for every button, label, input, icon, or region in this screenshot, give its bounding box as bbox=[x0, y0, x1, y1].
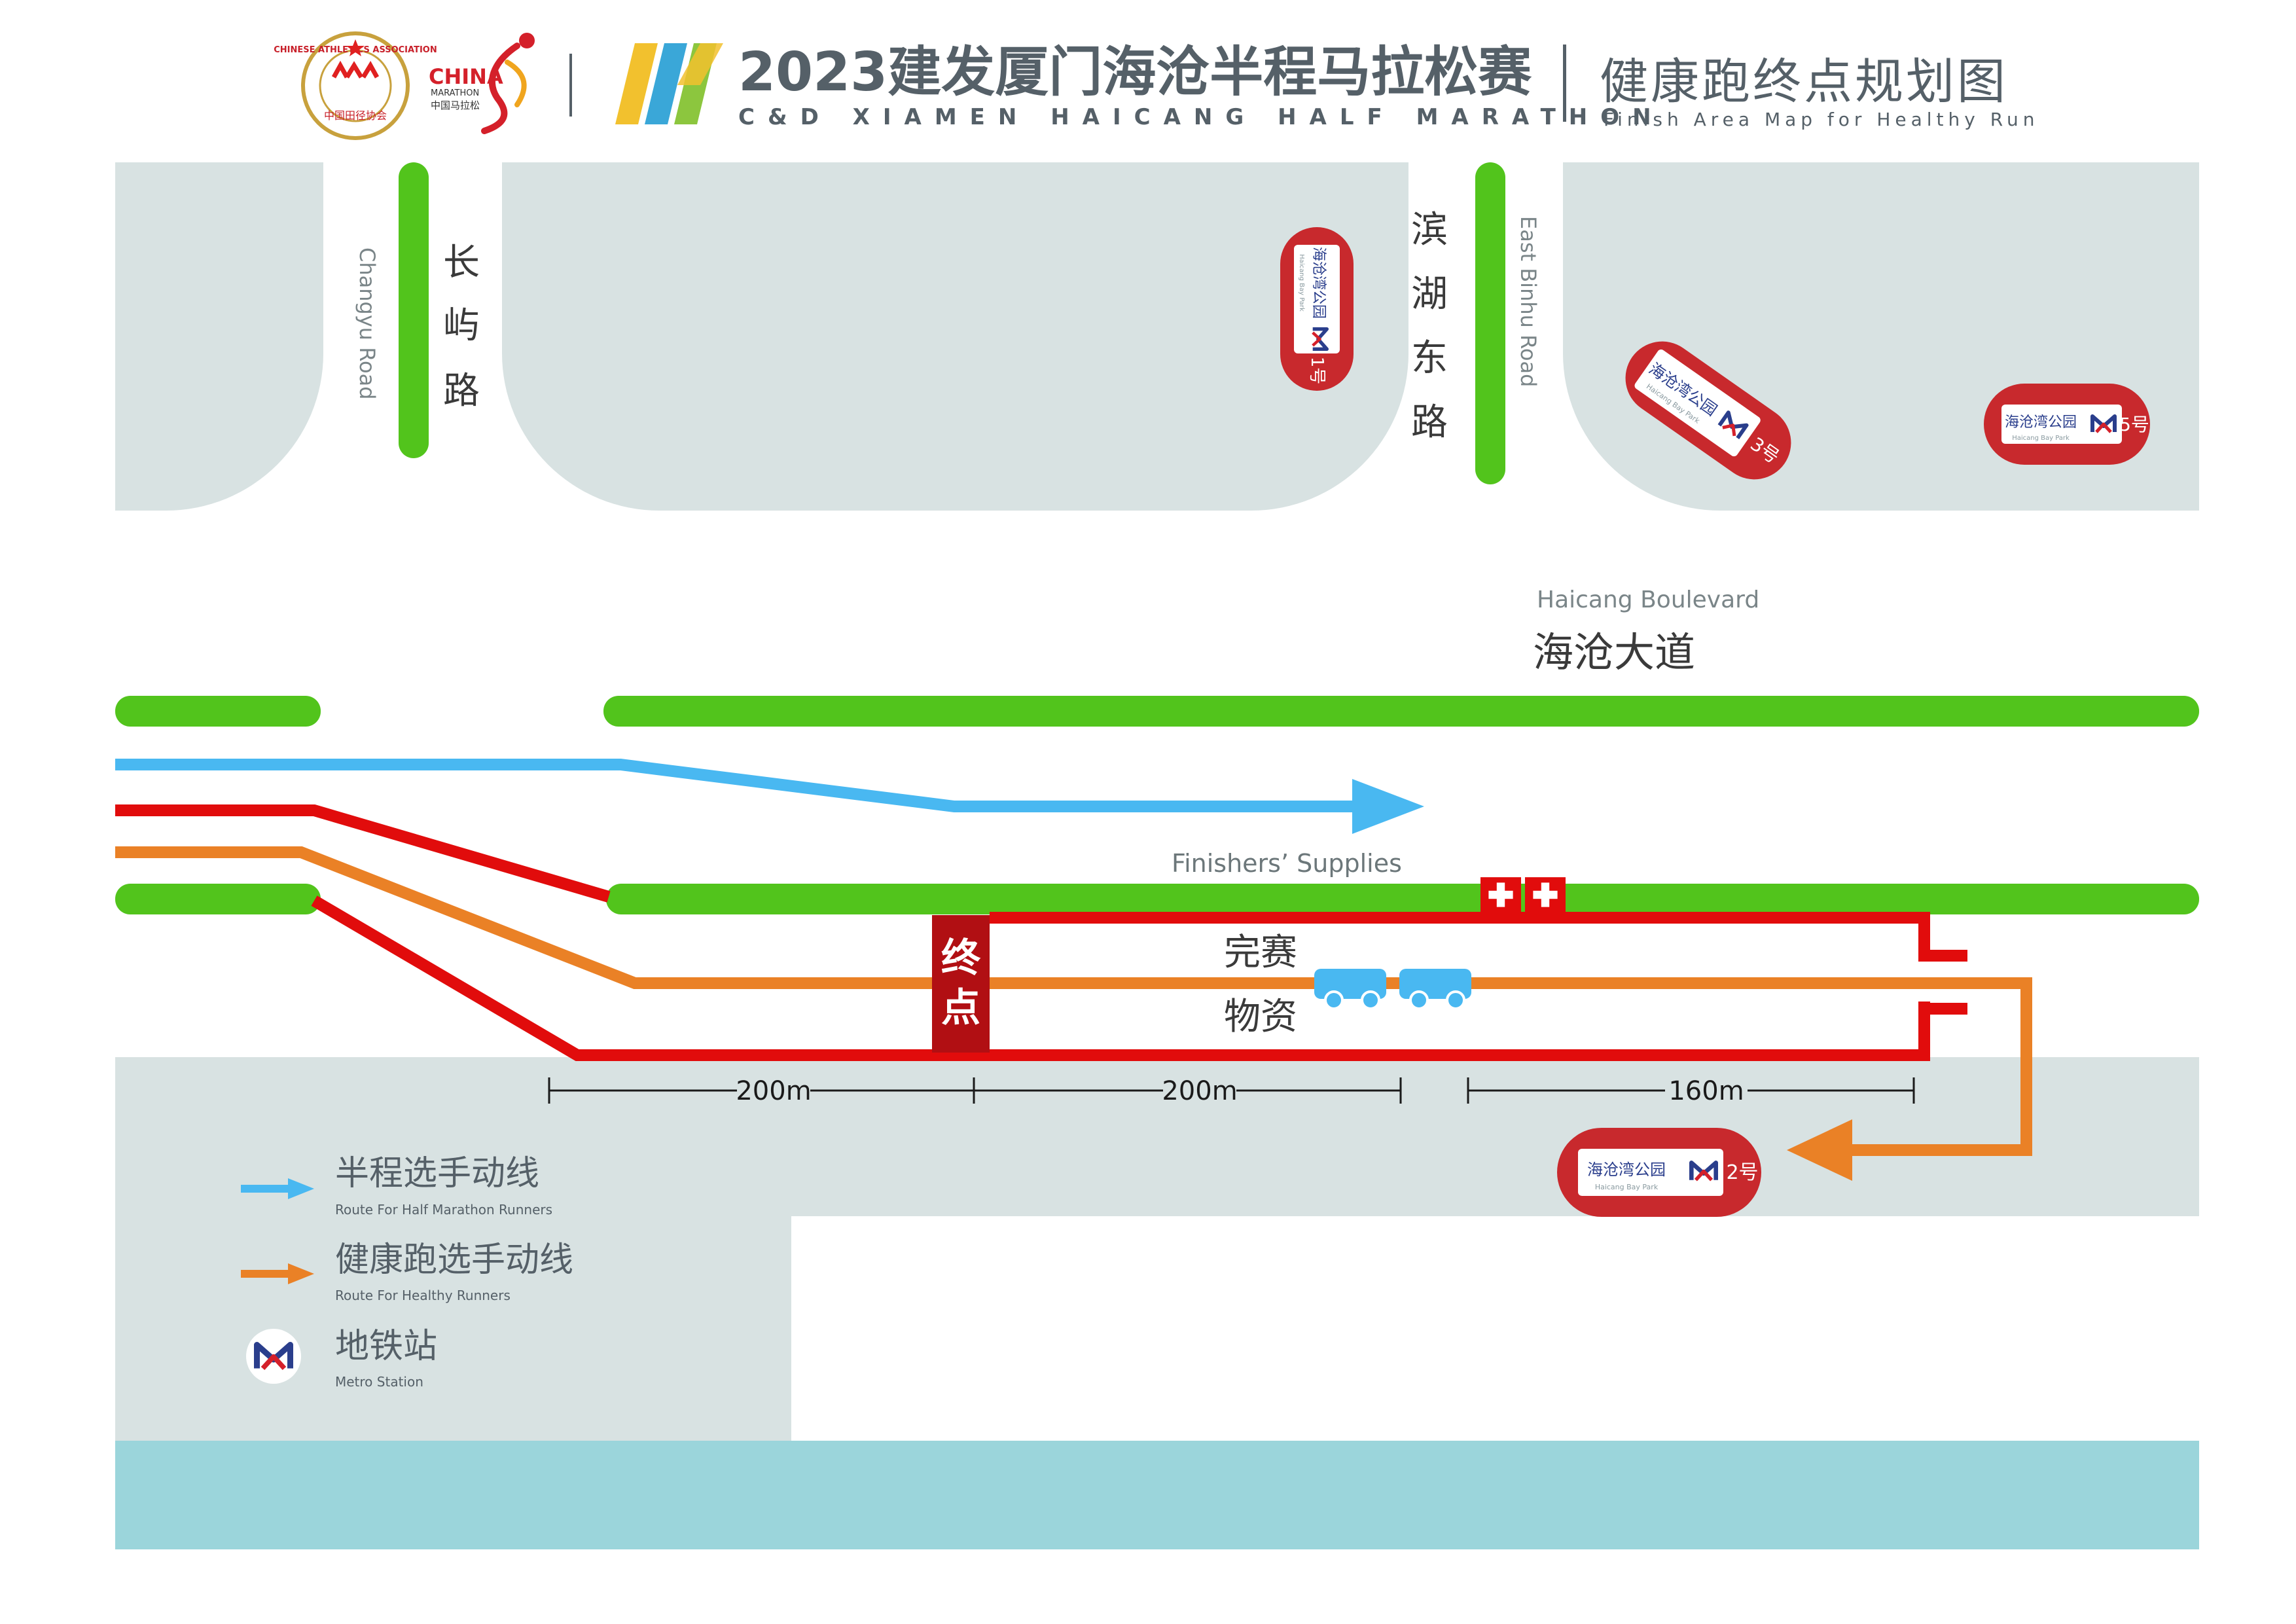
finish-zone: 终 点 Finishers’ Supplies 完赛 物资 bbox=[932, 849, 1566, 1053]
binhu-cn-2: 湖 bbox=[1411, 273, 1448, 316]
legend-metro-label: 地铁站 bbox=[335, 1327, 437, 1366]
supplies-cn-2: 物资 bbox=[1224, 996, 1297, 1038]
haicang-cn: 海沧大道 bbox=[1533, 628, 1695, 676]
first-aid-icon bbox=[1525, 877, 1566, 912]
median-bottom-right bbox=[606, 884, 2199, 914]
supply-truck-2 bbox=[1399, 969, 1471, 1010]
block-top-middle bbox=[502, 162, 1408, 511]
metro-exit-1-station-en: Haicang Bay Park bbox=[1298, 254, 1305, 312]
finish-label-2: 点 bbox=[941, 985, 980, 1031]
supplies-cn-1: 完赛 bbox=[1224, 931, 1297, 974]
healthy-run-arrowhead bbox=[1787, 1119, 1852, 1181]
legend-half-label: 半程选手动线 bbox=[335, 1154, 539, 1193]
distance-label-1: 200m bbox=[736, 1076, 811, 1106]
metro-exit-2-station: 海沧湾公园 bbox=[1587, 1161, 1666, 1179]
half-marathon-route bbox=[115, 759, 1368, 812]
distance-label-3: 160m bbox=[1668, 1076, 1744, 1106]
legend: 半程选手动线 Route For Half Marathon Runners 健… bbox=[241, 1154, 573, 1390]
median-top-right bbox=[603, 696, 2199, 727]
road-labels: Changyu Road 长 屿 路 滨 湖 东 路 East Binhu Ro… bbox=[355, 209, 1759, 676]
legend-healthy-sub: Route For Healthy Runners bbox=[335, 1288, 511, 1303]
metro-exit-1-station: 海沧湾公园 bbox=[1310, 247, 1327, 319]
median-bottom-left bbox=[115, 884, 321, 914]
haicang-hm-logo bbox=[615, 43, 723, 124]
changyu-cn-1: 长 bbox=[443, 242, 480, 284]
map-title-en: Finish Area Map for Healthy Run bbox=[1604, 109, 2039, 130]
metro-exit-3: 海沧湾公园 Haicang Bay Park 3号 bbox=[1625, 341, 1791, 480]
legend-metro: 地铁站 Metro Station bbox=[246, 1327, 437, 1390]
legend-healthy-label: 健康跑选手动线 bbox=[335, 1240, 573, 1280]
event-title-en: C&D XIAMEN HAICANG HALF MARATHON bbox=[738, 104, 1664, 130]
first-aid-icon bbox=[1480, 877, 1521, 912]
metro-exit-1-number: 1号 bbox=[1307, 357, 1327, 385]
block-bottom-left bbox=[115, 1214, 791, 1441]
distance-scale bbox=[548, 1077, 1915, 1104]
legend-healthy-run: 健康跑选手动线 Route For Healthy Runners bbox=[241, 1240, 573, 1303]
metro-exit-2: 海沧湾公园 Haicang Bay Park 2号 bbox=[1557, 1128, 1761, 1217]
half-marathon-feed-route bbox=[115, 804, 611, 903]
china-marathon-logo: CHINA MARATHON 中国马拉松 bbox=[429, 33, 535, 134]
median-binhu bbox=[1475, 162, 1505, 484]
finishers-supplies-en: Finishers’ Supplies bbox=[1172, 849, 1402, 878]
legend-half-sub: Route For Half Marathon Runners bbox=[335, 1202, 552, 1218]
map-title: 健康跑终点规划图 bbox=[1600, 54, 2008, 110]
legend-half-marathon: 半程选手动线 Route For Half Marathon Runners bbox=[241, 1154, 552, 1218]
cathletics-bottom-text: 中国田径协会 bbox=[324, 109, 387, 122]
metro-exit-5-station: 海沧湾公园 bbox=[2005, 414, 2077, 431]
cathletics-logo: CHINESE ATHLETICS ASSOCIATION 中国田径协会 bbox=[274, 31, 437, 140]
green-medians bbox=[115, 162, 2199, 914]
supply-truck-1 bbox=[1314, 969, 1386, 1010]
median-top-left bbox=[115, 696, 321, 727]
title-divider bbox=[1563, 45, 1566, 122]
metro-exit-2-number: 2号 bbox=[1726, 1161, 1758, 1184]
metro-exit-2-station-en: Haicang Bay Park bbox=[1595, 1183, 1659, 1191]
finish-label-1: 终 bbox=[941, 935, 981, 981]
finish-lower-route bbox=[311, 895, 1930, 1061]
binhu-cn-1: 滨 bbox=[1411, 209, 1448, 251]
changyu-cn-3: 路 bbox=[443, 370, 480, 412]
median-changyu bbox=[399, 162, 429, 458]
distance-label-2: 200m bbox=[1162, 1076, 1237, 1106]
binhu-cn-3: 东 bbox=[1411, 337, 1448, 380]
metro-exit-1: 海沧湾公园 Haicang Bay Park 1号 bbox=[1280, 227, 1354, 391]
event-title: 2023建发厦门海沧半程马拉松赛 bbox=[738, 41, 1532, 103]
china-marathon-small: MARATHON bbox=[431, 88, 479, 98]
waterfront bbox=[115, 1441, 2199, 1549]
china-marathon-cn: 中国马拉松 bbox=[431, 99, 480, 111]
changyu-en: Changyu Road bbox=[355, 247, 380, 400]
finish-upper-route bbox=[990, 912, 1967, 962]
changyu-cn-2: 屿 bbox=[443, 304, 480, 347]
header-divider bbox=[569, 54, 572, 117]
block-top-left bbox=[115, 162, 323, 511]
finish-gate bbox=[932, 915, 990, 1053]
binhu-cn-4: 路 bbox=[1411, 401, 1448, 444]
legend-metro-sub: Metro Station bbox=[335, 1374, 423, 1390]
metro-exit-5-number: 5号 bbox=[2119, 414, 2149, 435]
binhu-en: East Binhu Road bbox=[1516, 216, 1541, 387]
half-marathon-arrowhead bbox=[1352, 779, 1424, 834]
header: CHINESE ATHLETICS ASSOCIATION 中国田径协会 CHI… bbox=[274, 31, 2039, 140]
haicang-en: Haicang Boulevard bbox=[1537, 586, 1759, 613]
metro-exit-5-station-en: Haicang Bay Park bbox=[2012, 435, 2070, 442]
metro-exit-5: 海沧湾公园 Haicang Bay Park 5号 bbox=[1984, 384, 2150, 465]
